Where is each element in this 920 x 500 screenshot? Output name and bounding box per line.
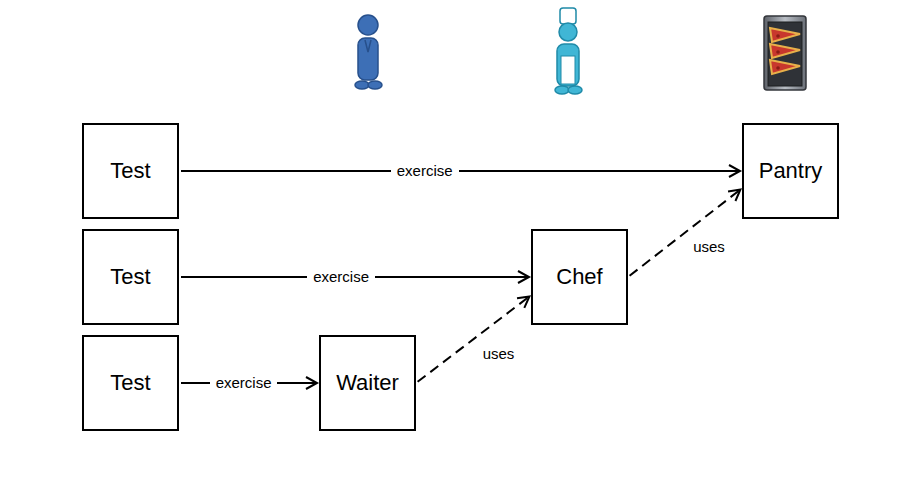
arrowhead: [517, 296, 529, 307]
arrowhead: [729, 165, 740, 177]
fridge-icon: [764, 16, 806, 90]
uses-arrow: [630, 190, 741, 276]
edge-label: exercise: [210, 374, 278, 392]
box-label: Test: [110, 158, 150, 184]
pantry-box: Pantry: [742, 123, 839, 219]
edge-label: uses: [477, 345, 521, 363]
test-box: Test: [82, 123, 179, 219]
box-label: Test: [110, 370, 150, 396]
edge-label: exercise: [391, 162, 459, 180]
connector-line: [418, 296, 530, 381]
test-box: Test: [82, 229, 179, 325]
box-content: Waiter: [336, 370, 399, 396]
box-content: Pantry: [759, 158, 823, 184]
connector-line: [630, 190, 741, 276]
edge-label: exercise: [307, 268, 375, 286]
box-content: Test: [110, 370, 150, 396]
box-content: Test: [110, 264, 150, 290]
waiter-figure: [355, 15, 382, 89]
exercise-arrow: [181, 165, 740, 177]
box-label: Waiter: [336, 370, 399, 396]
chef-figure: [555, 8, 582, 94]
box-label: Chef: [556, 264, 602, 290]
connector-line: [181, 170, 740, 172]
arrowhead: [518, 271, 529, 283]
test-box: Test: [82, 335, 179, 431]
arrowhead: [306, 377, 317, 389]
chef-box: Chef: [531, 229, 628, 325]
uses-arrow: [418, 296, 530, 381]
box-label: Test: [110, 264, 150, 290]
box-label: Pantry: [759, 158, 823, 184]
arrowhead: [728, 190, 740, 201]
waiter-box: Waiter: [319, 335, 416, 431]
box-content: Test: [110, 158, 150, 184]
box-content: Chef: [556, 264, 602, 290]
edge-label: uses: [687, 238, 731, 256]
